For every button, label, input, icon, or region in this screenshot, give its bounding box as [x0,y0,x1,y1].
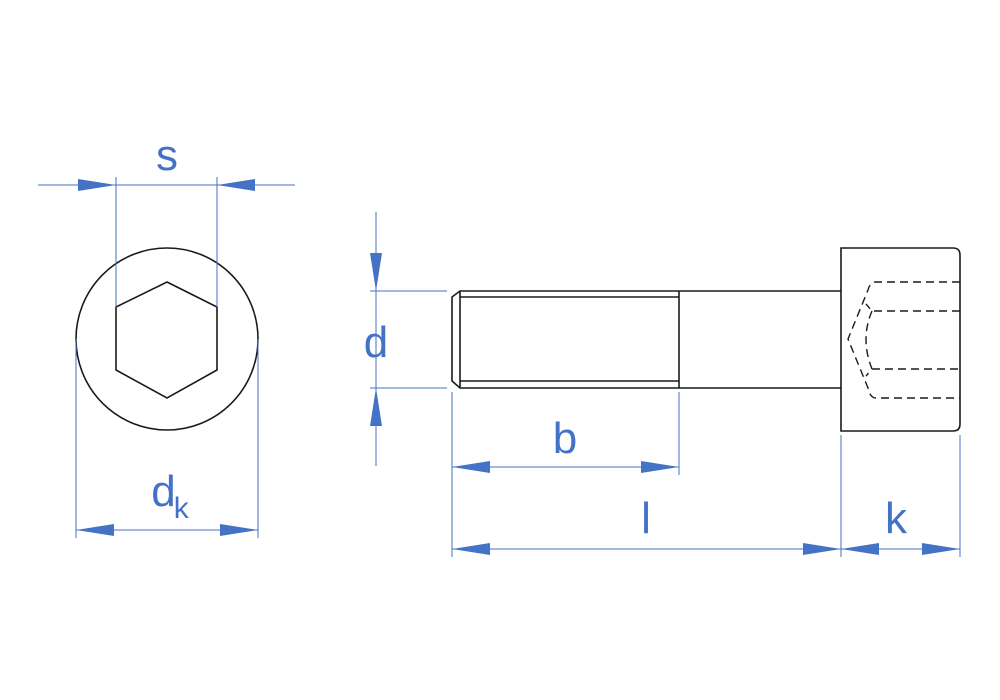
arrow-icon [641,461,679,473]
label-l: l [641,494,651,543]
arrow-icon [217,179,255,191]
label-s: s [156,131,178,180]
arrow-icon [803,543,841,555]
dimension-dk: dk [75,339,259,538]
arrow-icon [452,461,490,473]
arrow-icon [452,543,490,555]
arrow-icon [370,253,382,291]
hex-socket [115,281,218,399]
arrow-icon [841,543,879,555]
dimension-k: k [840,435,961,557]
dimension-s: s [38,131,295,307]
label-k: k [885,494,908,543]
arrow-icon [78,179,116,191]
dimension-d: d [364,212,447,466]
end-view [75,247,259,431]
arrow-icon [76,524,114,536]
dimension-b: b [451,392,680,557]
label-b: b [553,414,577,463]
arrow-icon [370,388,382,426]
label-dk: dk [151,467,189,525]
label-d: d [364,318,388,367]
head [840,247,961,432]
head-circle [75,247,259,431]
socket-hidden-inner [865,303,960,377]
side-view [451,247,961,432]
arrow-icon [220,524,258,536]
dimension-l: l [452,494,841,555]
socket-hidden-outer [847,281,960,399]
arrow-icon [922,543,960,555]
